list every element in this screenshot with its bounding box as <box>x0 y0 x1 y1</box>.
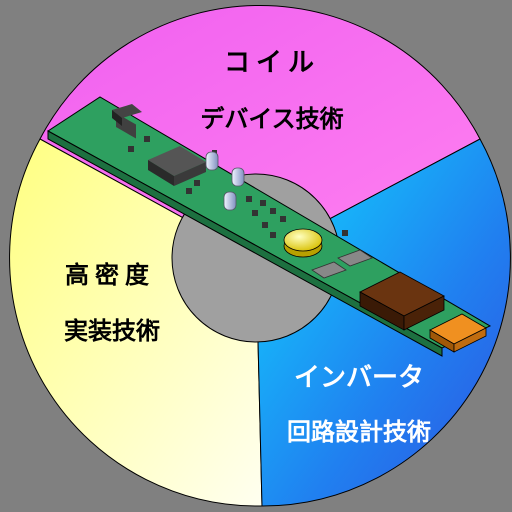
label-right-line1: インバータ <box>294 363 424 393</box>
passive-11 <box>270 232 276 238</box>
chip-2 <box>112 104 142 118</box>
passive-4 <box>194 180 200 186</box>
ic-large-top <box>148 146 206 176</box>
cylinder-1 <box>205 151 219 171</box>
passive-5 <box>246 196 252 202</box>
yellow-capacitor <box>283 228 323 258</box>
passive-7 <box>260 200 266 206</box>
orange-part <box>429 313 487 353</box>
inductor-block <box>359 271 445 331</box>
ic-large-side <box>148 160 174 186</box>
cylinder-2 <box>231 167 245 187</box>
yellow-capacitor-top <box>283 228 323 252</box>
pcb-edge <box>47 130 443 357</box>
label-left: 高密度 実装技術 <box>64 261 160 345</box>
cylinder-3 <box>223 191 237 211</box>
passive-10 <box>262 222 268 228</box>
passives-group <box>128 136 348 238</box>
passive-6 <box>252 210 258 216</box>
label-left-line1: 高密度 <box>65 261 155 289</box>
passive-9 <box>280 216 286 222</box>
label-top-line2: デバイス技術 <box>200 105 343 133</box>
label-right: インバータ 回路設計技術 <box>287 363 431 446</box>
label-top-line1: コイル <box>224 48 320 78</box>
passive-3 <box>186 188 192 194</box>
passive-8 <box>270 208 276 214</box>
inductor-side <box>403 295 445 331</box>
orange-part-side <box>453 327 487 353</box>
passive-1 <box>128 146 134 152</box>
passive-12 <box>342 230 348 236</box>
ic-grey-1 <box>311 261 347 279</box>
pcb-module <box>47 96 492 357</box>
label-right-line2: 回路設計技術 <box>287 418 431 446</box>
ic-large-side2 <box>174 162 206 186</box>
ic-grey-2 <box>337 249 373 267</box>
label-top: コイル デバイス技術 <box>200 48 343 133</box>
passive-2 <box>144 136 150 142</box>
cylinder-components <box>205 151 245 211</box>
label-left-line2: 実装技術 <box>64 317 160 345</box>
chip-3 <box>112 110 122 126</box>
